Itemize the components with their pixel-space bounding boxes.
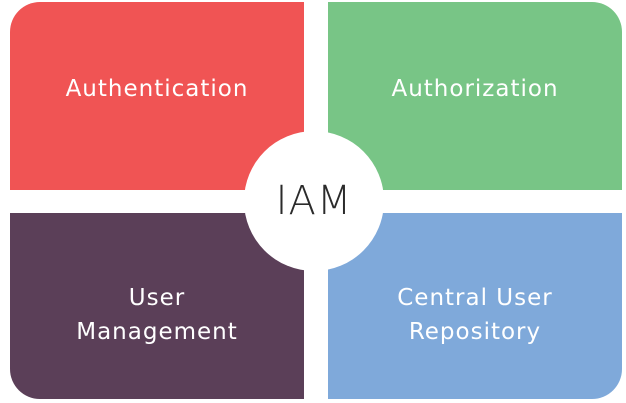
quadrant-label-user-management: User Management <box>76 281 238 349</box>
label-line-repository: Repository <box>408 319 542 345</box>
center-label: IAM <box>275 178 353 224</box>
label-line-central-user: Central User <box>397 285 553 311</box>
quadrant-label-authorization: Authorization <box>391 76 559 102</box>
center-circle-iam: IAM <box>244 131 384 271</box>
quadrant-label-authentication: Authentication <box>65 76 249 102</box>
quadrant-label-central-user-repository: Central User Repository <box>397 281 552 349</box>
quadrant-central-user-repository: Central User Repository <box>328 213 622 399</box>
label-line-management: Management <box>76 319 238 345</box>
quadrant-user-management: User Management <box>10 213 304 399</box>
label-line-user: User <box>128 285 186 311</box>
quadrant-authorization: Authorization <box>328 2 622 190</box>
quadrant-authentication: Authentication <box>10 2 304 190</box>
